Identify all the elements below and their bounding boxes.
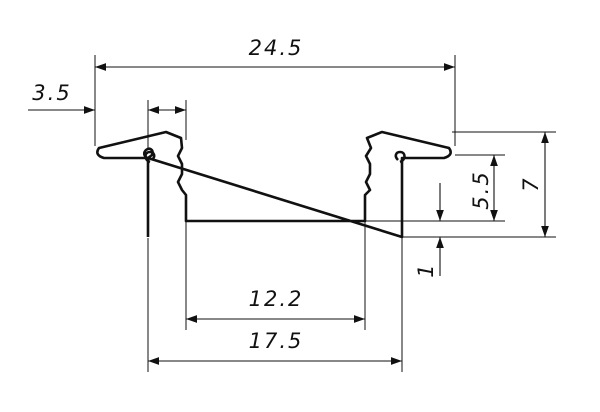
right-hook <box>394 150 406 164</box>
dimension-label-base-thickness: 1 <box>414 262 438 277</box>
dimension-label-overall-height: 7 <box>519 176 543 191</box>
dimension-label-overall-width: 24.5 <box>249 36 304 60</box>
dimension-outer-width: 17.5 <box>147 238 403 372</box>
dimension-label-inner-width: 12.2 <box>249 287 304 311</box>
profile-outline <box>96 130 452 239</box>
dimension-overall-height: 7 <box>403 131 556 238</box>
dimension-flange-width: 3.5 <box>28 81 187 150</box>
dimension-overall-width: 24.5 <box>94 36 456 146</box>
left-hook <box>144 150 156 164</box>
dimension-base-thickness: 1 <box>414 183 444 278</box>
dimension-label-outer-width: 17.5 <box>249 329 304 353</box>
dimension-label-flange-width: 3.5 <box>32 81 71 105</box>
dimension-inner-width: 12.2 <box>185 222 366 330</box>
dimension-label-inner-depth: 5.5 <box>469 170 493 209</box>
dimension-inner-depth: 5.5 <box>366 154 505 222</box>
